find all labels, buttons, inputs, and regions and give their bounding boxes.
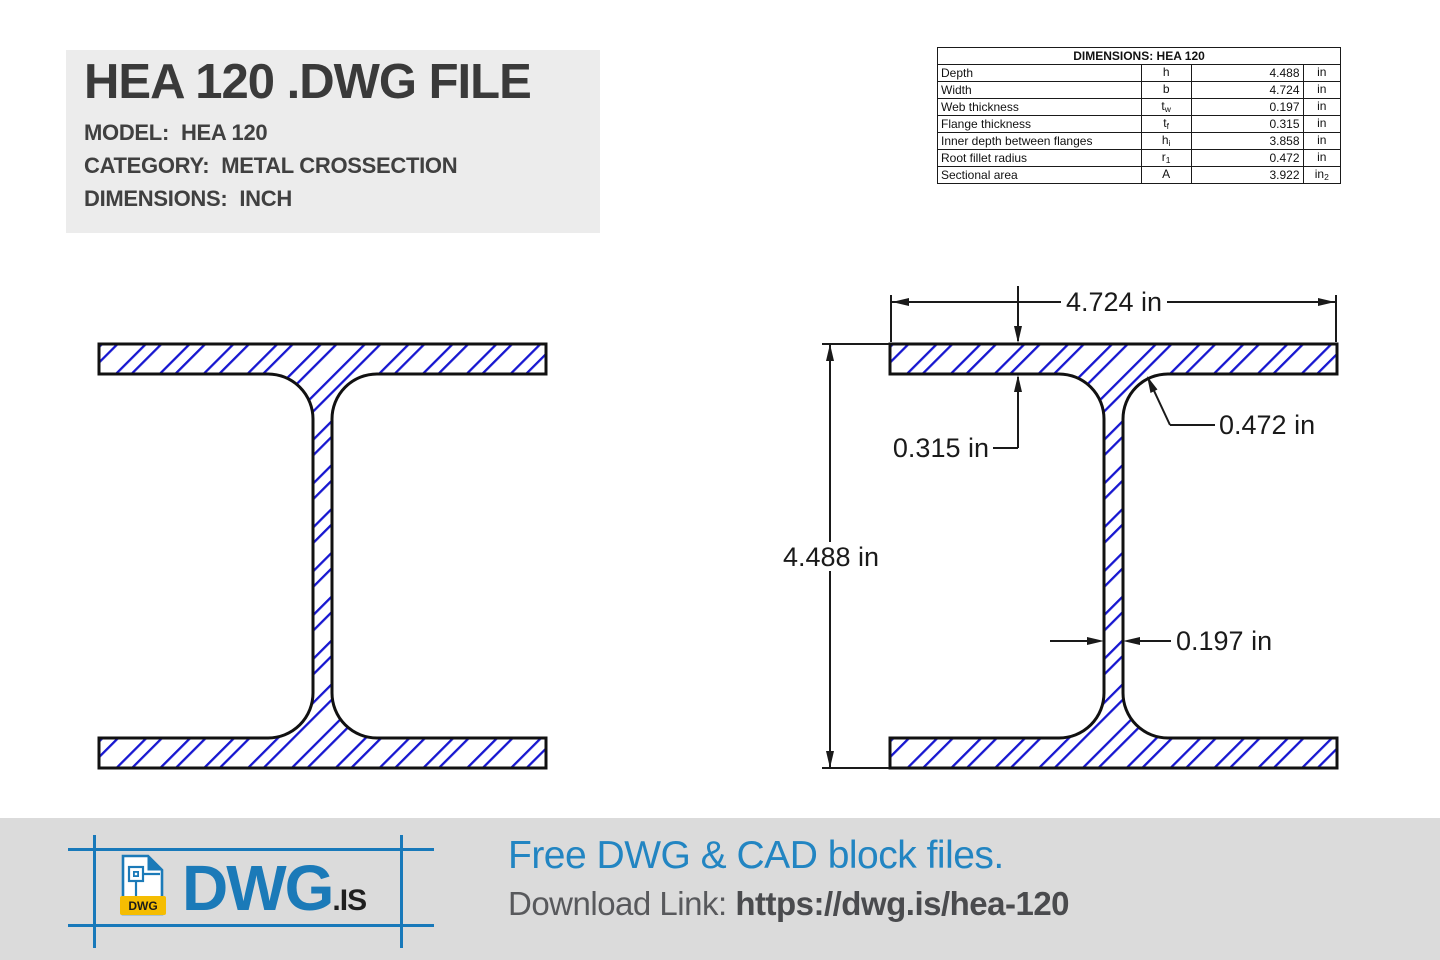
footer: DWG DWG .IS Free DWG & CAD block files. … bbox=[0, 818, 1440, 960]
table-row: Sectional area A 3.922 in2 bbox=[937, 166, 1342, 184]
spec-category-value: METAL CROSSECTION bbox=[221, 152, 458, 178]
dim-unit-cell: in bbox=[1302, 64, 1342, 82]
dim-value-cell: 4.724 bbox=[1190, 81, 1304, 99]
table-title: DIMENSIONS: HEA 120 bbox=[937, 47, 1341, 65]
ibeam-drawing-dimensioned: 4.724 in 0.315 in 0.472 in 4.488 in bbox=[778, 286, 1339, 770]
dim-name-cell: Sectional area bbox=[937, 166, 1142, 184]
dim-web-thickness-label: 0.197 in bbox=[1176, 626, 1272, 656]
title-block: HEA 120 .DWG FILE MODEL: HEA 120 CATEGOR… bbox=[66, 50, 600, 233]
spec-dimensions: DIMENSIONS: INCH bbox=[84, 186, 600, 212]
dwg-file-icon: DWG bbox=[120, 854, 166, 916]
dim-unit-cell: in bbox=[1302, 115, 1342, 133]
download-line: Download Link: https://dwg.is/hea-120 bbox=[508, 884, 1070, 923]
dim-symbol-cell: tw bbox=[1140, 98, 1192, 116]
dim-unit-cell: in2 bbox=[1302, 166, 1342, 184]
table-row: Inner depth between flanges hi 3.858 in bbox=[937, 132, 1342, 150]
dim-name-cell: Root fillet radius bbox=[937, 149, 1142, 167]
dimensions-table: DIMENSIONS: HEA 120 Depth h 4.488 in Wid… bbox=[937, 47, 1342, 184]
dim-width-label: 4.724 in bbox=[1066, 287, 1162, 317]
dim-symbol-cell: tf bbox=[1140, 115, 1192, 133]
dim-fillet-radius bbox=[1147, 376, 1215, 426]
dim-name-cell: Flange thickness bbox=[937, 115, 1142, 133]
footer-headline: Free DWG & CAD block files. bbox=[508, 834, 1004, 877]
spec-category-label: CATEGORY: bbox=[84, 152, 210, 178]
dim-value-cell: 3.858 bbox=[1190, 132, 1304, 150]
spec-dimensions-label: DIMENSIONS: bbox=[84, 185, 228, 211]
spec-category: CATEGORY: METAL CROSSECTION bbox=[84, 153, 600, 179]
dim-value-cell: 4.488 bbox=[1190, 64, 1304, 82]
table-header-row: DIMENSIONS: HEA 120 bbox=[937, 47, 1341, 65]
dim-symbol-cell: h bbox=[1140, 64, 1192, 82]
dim-symbol-cell: r1 bbox=[1140, 149, 1192, 167]
table-row: Web thickness tw 0.197 in bbox=[937, 98, 1342, 116]
dim-name-cell: Width bbox=[937, 81, 1142, 99]
dim-symbol-cell: hi bbox=[1140, 132, 1192, 150]
table-row: Depth h 4.488 in bbox=[937, 64, 1342, 82]
dwg-file-icon-label: DWG bbox=[128, 899, 157, 913]
crop-mark-right bbox=[400, 835, 403, 948]
dimensions-table-body: DIMENSIONS: HEA 120 Depth h 4.488 in Wid… bbox=[937, 47, 1342, 184]
download-label: Download Link: bbox=[508, 884, 727, 922]
page-title: HEA 120 .DWG FILE bbox=[84, 55, 532, 109]
dim-name-cell: Depth bbox=[937, 64, 1142, 82]
download-url[interactable]: https://dwg.is/hea-120 bbox=[735, 884, 1070, 922]
spec-model-value: HEA 120 bbox=[180, 119, 268, 145]
dim-depth-label: 4.488 in bbox=[783, 542, 879, 572]
dim-unit-cell: in bbox=[1302, 149, 1342, 167]
dim-flange-thickness bbox=[993, 286, 1022, 449]
dim-unit-cell: in bbox=[1302, 81, 1342, 99]
logo-wordmark: DWG .IS bbox=[182, 852, 367, 924]
logo-dwg-text: DWG bbox=[182, 852, 334, 924]
dim-symbol-cell: A bbox=[1140, 166, 1192, 184]
footer-text-block: Free DWG & CAD block files. Download Lin… bbox=[508, 834, 1070, 923]
table-row: Flange thickness tf 0.315 in bbox=[937, 115, 1342, 133]
dim-value-cell: 0.315 bbox=[1190, 115, 1304, 133]
logo-is-text: .IS bbox=[332, 884, 367, 917]
crop-mark-bottom bbox=[68, 924, 434, 927]
crop-mark-top bbox=[68, 848, 434, 851]
dim-name-cell: Inner depth between flanges bbox=[937, 132, 1142, 150]
dim-unit-cell: in bbox=[1302, 98, 1342, 116]
table-row: Root fillet radius r1 0.472 in bbox=[937, 149, 1342, 167]
dim-value-cell: 0.197 bbox=[1190, 98, 1304, 116]
dim-width bbox=[890, 287, 1337, 342]
dim-name-cell: Web thickness bbox=[937, 98, 1142, 116]
dim-symbol-cell: b bbox=[1140, 81, 1192, 99]
spec-dimensions-value: INCH bbox=[239, 185, 292, 211]
spec-model: MODEL: HEA 120 bbox=[84, 120, 600, 146]
dim-depth bbox=[778, 343, 889, 769]
dwg-is-logo[interactable]: DWG DWG .IS bbox=[120, 852, 367, 924]
ibeam-section-outline bbox=[888, 342, 1339, 770]
spec-model-label: MODEL: bbox=[84, 119, 169, 145]
dim-unit-cell: in bbox=[1302, 132, 1342, 150]
dim-flange-thickness-label: 0.315 in bbox=[893, 433, 989, 463]
crop-mark-left bbox=[93, 835, 96, 948]
dim-value-cell: 3.922 bbox=[1190, 166, 1304, 184]
dim-fillet-radius-label: 0.472 in bbox=[1219, 410, 1315, 440]
table-row: Width b 4.724 in bbox=[937, 81, 1342, 99]
ibeam-section-outline bbox=[97, 342, 548, 770]
dim-value-cell: 0.472 bbox=[1190, 149, 1304, 167]
ibeam-drawing-plain bbox=[97, 342, 548, 770]
dim-web-thickness bbox=[1050, 637, 1171, 645]
